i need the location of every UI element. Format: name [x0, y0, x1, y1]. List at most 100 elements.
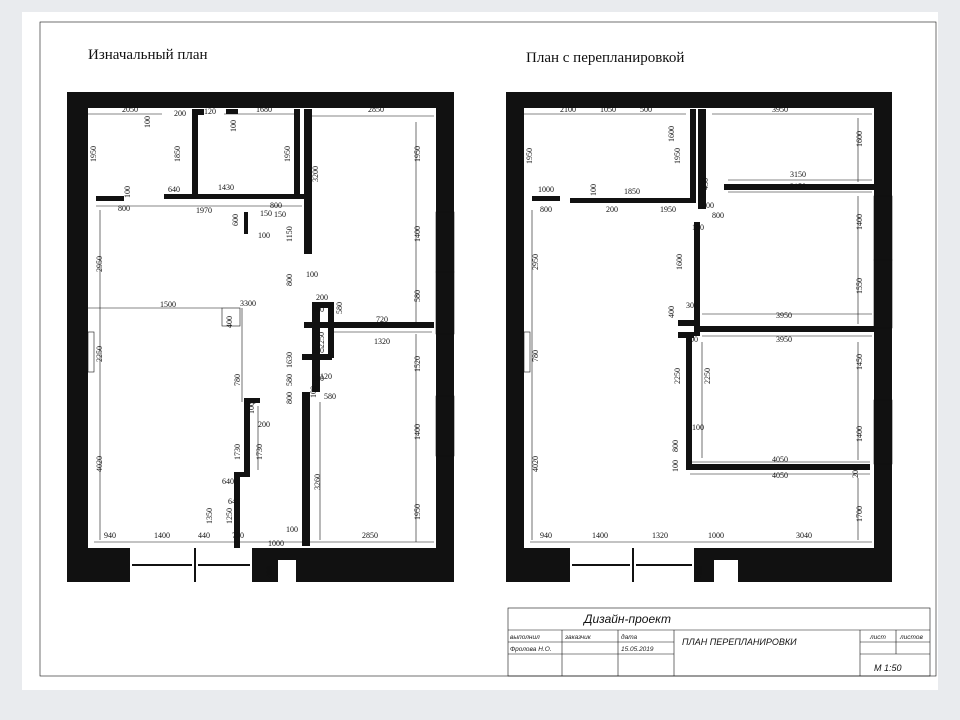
right-plan-dimension-label: 1550	[855, 278, 864, 294]
left-plan-dimension-label: 4020	[95, 456, 104, 472]
left-plan-dimension-label: 1630	[285, 352, 294, 368]
right-plan-dimension-label: 1700	[855, 506, 864, 522]
left-plan-dimension-label: 940	[104, 531, 116, 540]
right-plan-dimension-label: 1850	[624, 187, 640, 196]
left-plan-dimension-label: 640	[228, 497, 240, 506]
right-plan-dimension-label: 3150	[790, 182, 806, 191]
left-plan-dimension-label: 1730	[255, 444, 264, 460]
right-plan-dimension-label: 400	[667, 306, 676, 318]
right-plan-title: План с перепланировкой	[526, 50, 684, 66]
executor-name: Фролова Н.О.	[510, 646, 552, 653]
left-plan-dimension-label: 1950	[283, 146, 292, 162]
right-plan-dimension-label: 4050	[772, 455, 788, 464]
left-plan-dimension-label: 1950	[413, 504, 422, 520]
left-plan-dimension-label: 150	[274, 210, 286, 219]
left-plan-dimension-label: 1520	[413, 356, 422, 372]
left-plan-title: Изначальный план	[88, 47, 208, 63]
left-plan-dimension-label: 800	[270, 201, 282, 210]
left-plan-dimension-label: 580	[413, 290, 422, 302]
column-square	[221, 307, 241, 327]
left-plan-dimension-label: 100	[229, 120, 238, 132]
left-plan-dimension-label: 780	[233, 374, 242, 386]
right-plan-dimension-label: 1950	[673, 148, 682, 164]
sheet-header: лист	[869, 634, 887, 641]
right-plan-dimension-label: 2950	[531, 254, 540, 270]
left-plan-dimension-label: 1150	[285, 226, 294, 242]
right-plan-dimension-label: 1450	[855, 354, 864, 370]
sheet-frame	[39, 21, 937, 677]
right-plan-dimension-label: 3950	[776, 335, 792, 344]
date-value: 15.05.2019	[621, 646, 654, 653]
title-block: Дизайн-проект выполнил заказчик дата Фро…	[507, 607, 931, 677]
right-plan-dimension-label: 100	[589, 184, 598, 196]
right-plan-dimension-label: 3950	[772, 105, 788, 114]
right-plan-dimension-label: 400	[695, 566, 704, 578]
sheet-title: ПЛАН ПЕРЕПЛАНИРОВКИ	[682, 637, 797, 647]
left-plan-dimension-label: 1400	[154, 531, 170, 540]
right-plan-dimension-label: 1320	[652, 531, 668, 540]
right-plan-dimension-label: 450	[701, 178, 710, 190]
left-plan-dimension-label: 100	[123, 186, 132, 198]
left-plan-dimension-label: 720	[376, 315, 388, 324]
right-plan-dimension-label: 2100	[560, 105, 576, 114]
left-plan-dimension-label: 1400	[413, 226, 422, 242]
left-plan-dimension-label: 200	[312, 346, 324, 355]
right-plan-dimension-label: 940	[540, 531, 552, 540]
customer-header: заказчик	[564, 634, 592, 641]
left-plan-dimension-label: 400	[225, 316, 234, 328]
left-plan-dimension-label: 100	[258, 231, 270, 240]
left-plan-dimension-label: 120	[320, 372, 332, 381]
left-plan-dimension-label: 640	[168, 185, 180, 194]
left-plan-dimension-label: 1950	[413, 146, 422, 162]
left-plan-dimension-label: 3300	[240, 299, 256, 308]
right-plan-dimension-label: 100	[692, 423, 704, 432]
left-plan-dimension-label: 400	[312, 305, 324, 314]
left-plan-dimension-label: 300	[244, 397, 256, 406]
right-plan-dimension-label: 300	[686, 335, 698, 344]
left-plan-dimension-label: 1320	[374, 337, 390, 346]
left-plan-dimension-label: 1400	[413, 424, 422, 440]
left-plan-dimension-label: 100	[309, 386, 318, 398]
left-plan-dimension-label: 1350	[205, 508, 214, 524]
left-plan-dimension-label: 1000	[268, 539, 284, 548]
right-plan-dimension-label: 800	[712, 211, 724, 220]
left-outer-wall	[67, 92, 454, 582]
left-plan-dimension-label: 200	[258, 420, 270, 429]
left-plan-dimension-label: 200	[174, 109, 186, 118]
left-plan-dimension-label: 1430	[218, 183, 234, 192]
scale-label: М 1:50	[874, 663, 902, 673]
right-plan-dimension-label: 780	[531, 350, 540, 362]
left-plan-dimension-label: 1250	[225, 508, 234, 524]
left-plan-dimension-label: 1950	[89, 146, 98, 162]
left-plan-dimension-label: 640	[222, 477, 234, 486]
left-plan: 2050195010020018501201001680195028501950…	[67, 92, 455, 582]
left-plan-dimension-label: 2950	[95, 256, 104, 272]
right-plan-dimension-label: 4020	[531, 456, 540, 472]
right-plan-dimension-label: 1050	[600, 105, 616, 114]
left-plan-dimension-label: 3200	[311, 166, 320, 182]
right-plan-dimension-label: 1950	[660, 205, 676, 214]
left-plan-dimension-label: 600	[231, 214, 240, 226]
left-plan-dimension-label: 120	[204, 107, 216, 116]
right-plan-dimension-label: 1600	[855, 131, 864, 147]
left-plan-dimension-label: 800	[285, 392, 294, 404]
left-plan-dimension-label: 100	[286, 525, 298, 534]
right-plan-dimension-label: 200	[606, 205, 618, 214]
left-plan-dimension-label: 100	[312, 374, 324, 383]
right-plan-dimension-label: 1000	[708, 531, 724, 540]
right-plan-dimension-label: 800	[671, 440, 680, 452]
right-plan-dimension-label: 200	[851, 466, 860, 478]
right-plan-dimension-label: 2250	[673, 368, 682, 384]
left-plan-dimension-label: 1970	[196, 206, 212, 215]
right-plan-dimension-label: 100	[697, 190, 706, 202]
left-plan-dimension-label: 440	[198, 531, 210, 540]
executor-header: выполнил	[510, 634, 540, 641]
sheets-header: листов	[899, 634, 923, 641]
left-plan-dimension-label: 400	[265, 566, 274, 578]
left-plan-dimension-label: 580	[335, 302, 344, 314]
right-plan-dimension-label: 300	[686, 301, 698, 310]
right-plan-dimension-label: 100	[671, 460, 680, 472]
project-label: Дизайн-проект	[582, 612, 671, 626]
right-plan-dimension-label: 800	[702, 201, 714, 210]
